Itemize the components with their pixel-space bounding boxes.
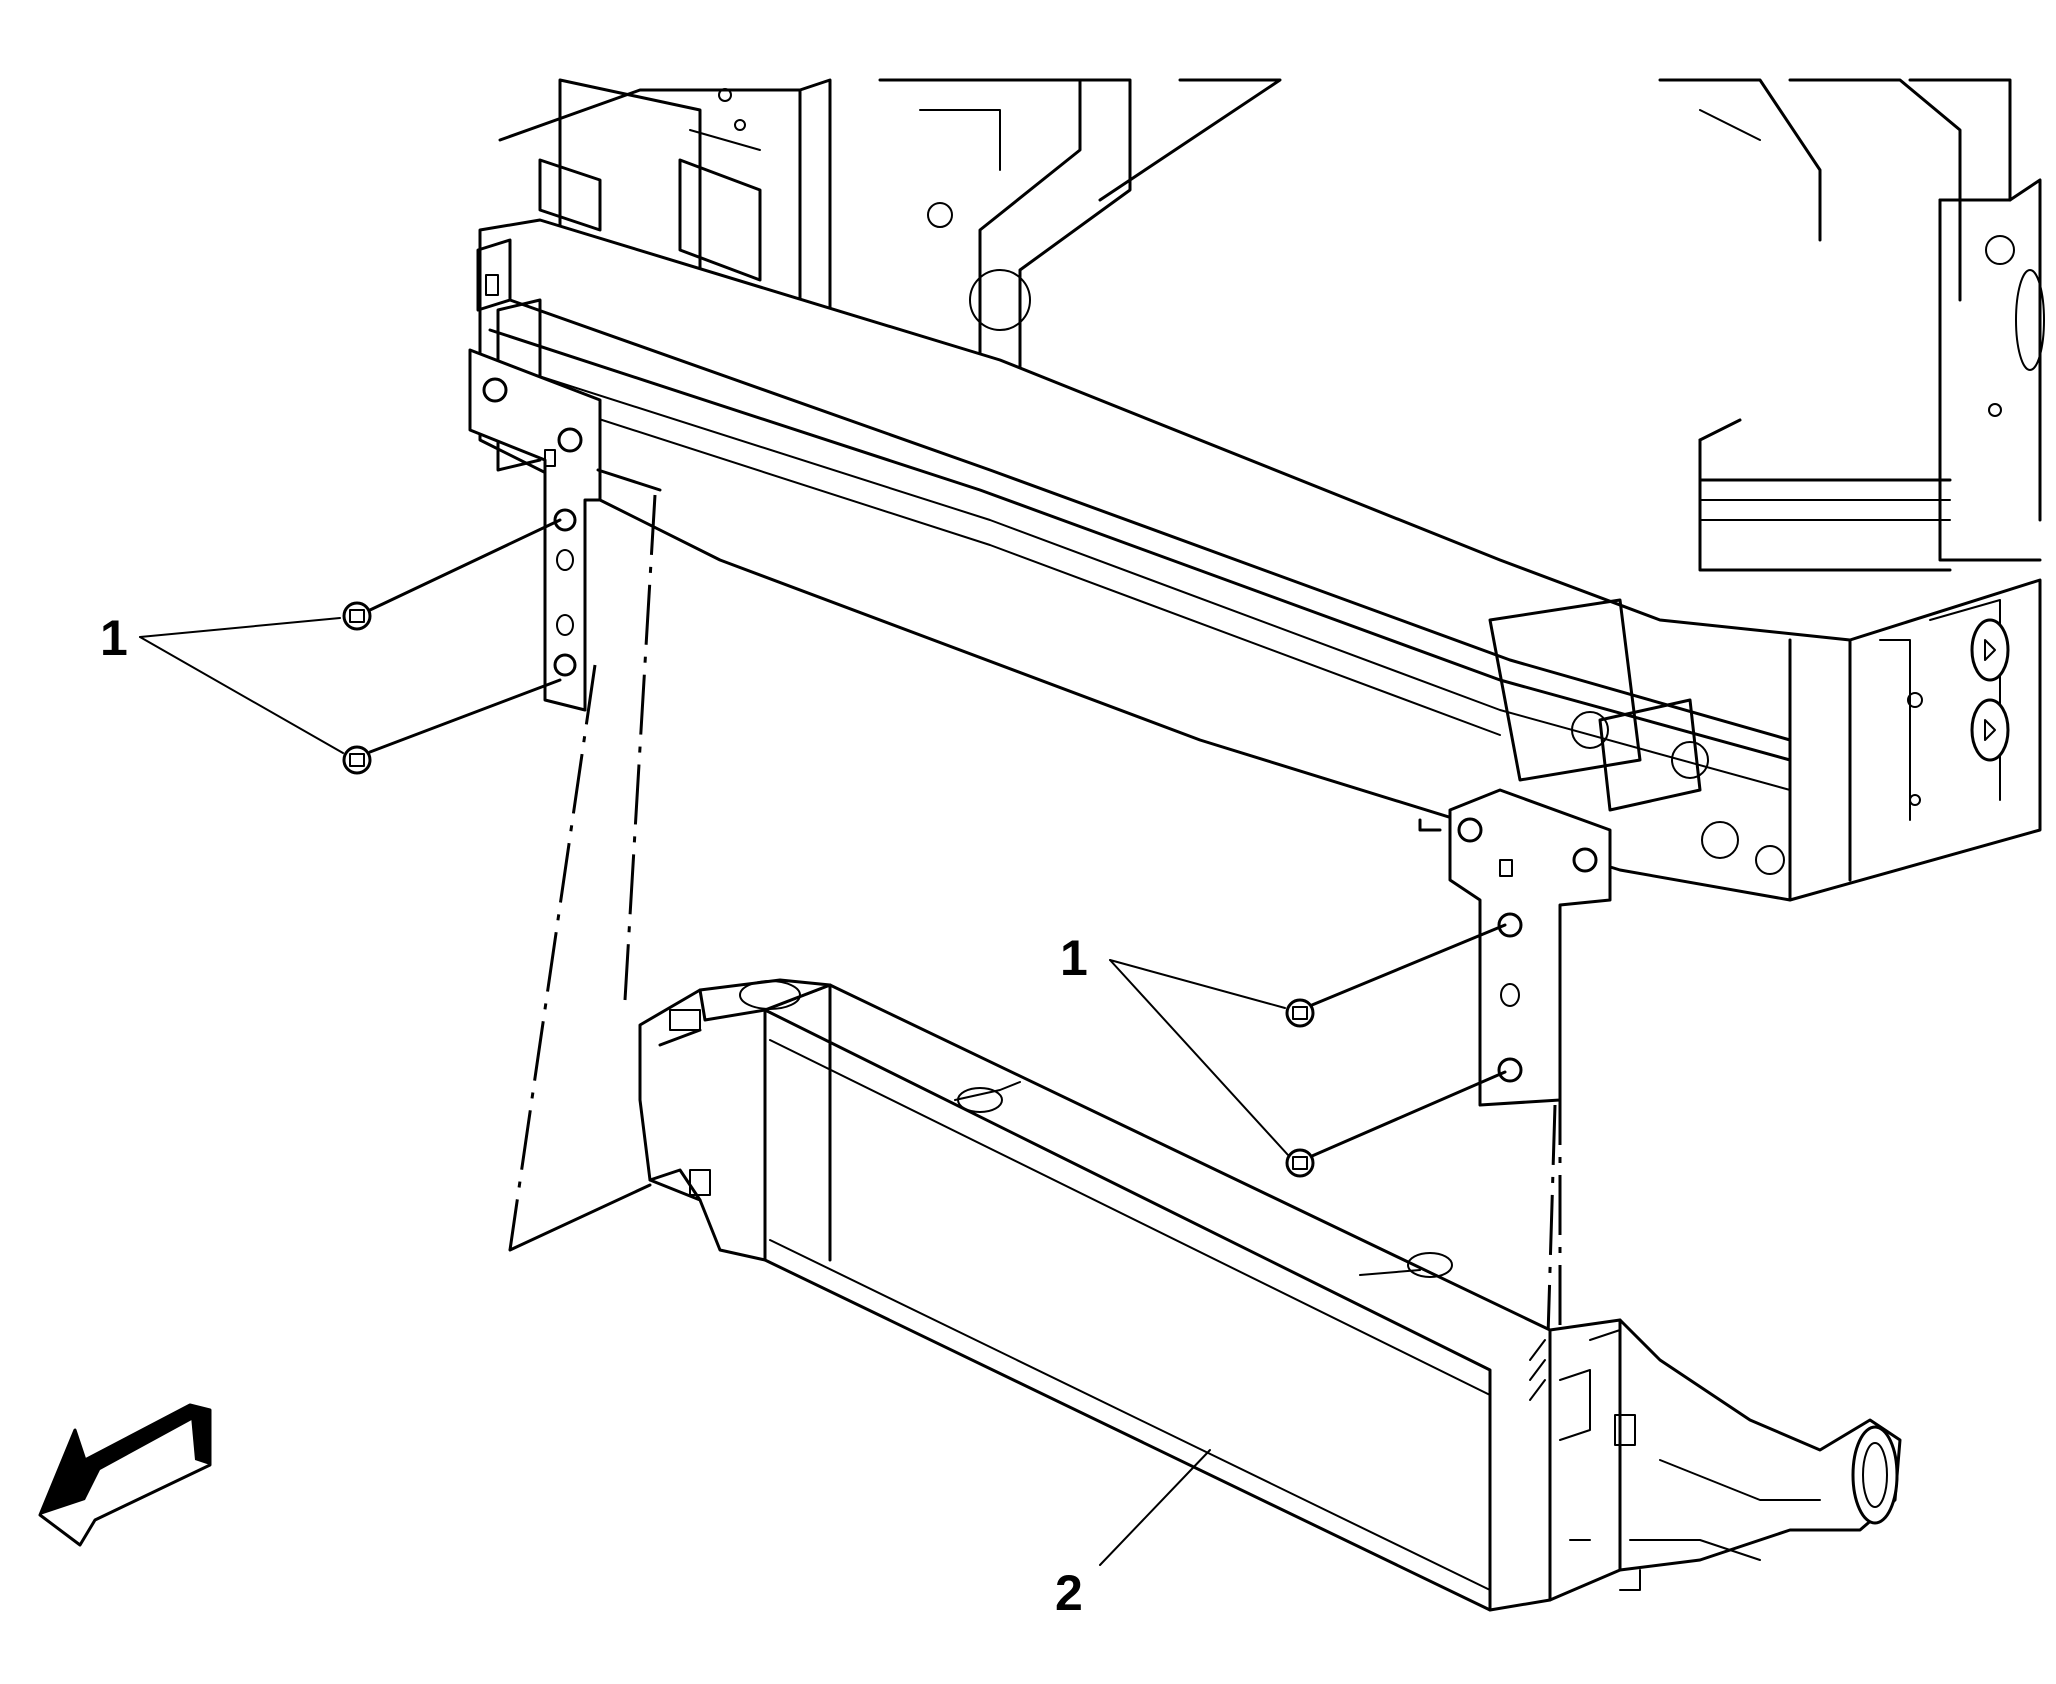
bumper-impact-bar: [476, 218, 2042, 902]
bolt-upper-right-icon: [1285, 923, 1507, 1028]
bolt-lower-right-icon: [1285, 1070, 1507, 1178]
bolt-upper-left-icon: [342, 518, 562, 631]
front-structure-left: [498, 78, 1282, 432]
leader-lines: [139, 617, 1289, 1566]
callout-intercooler: 2: [1055, 1565, 1083, 1621]
left-mounting-bracket: [468, 348, 662, 712]
front-direction-arrow-icon: [38, 1403, 212, 1547]
charge-air-cooler: [638, 978, 1902, 1612]
bolt-lower-left-icon: [342, 678, 562, 775]
callout-fastener-right: 1: [1060, 930, 1088, 986]
front-structure-right: [1658, 78, 2045, 572]
callout-fastener-left: 1: [100, 610, 128, 666]
